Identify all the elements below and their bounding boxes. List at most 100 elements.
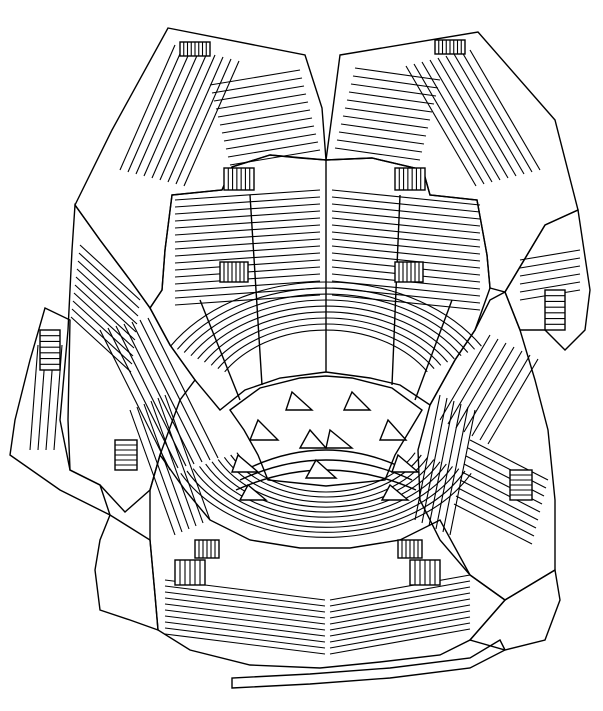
upper-right-balcony-row	[338, 131, 425, 145]
central-fan-stalls-row	[331, 252, 481, 269]
left-side-terrace-row	[70, 316, 132, 373]
stage-triangle-marker	[238, 483, 268, 501]
central-fan-stalls-row	[331, 210, 481, 227]
upper-right-balcony-row	[340, 123, 427, 137]
right-lower-terrace-row	[421, 397, 448, 524]
stage-triangle-marker	[378, 418, 408, 441]
front-stalls-row	[329, 586, 471, 613]
right-lower-terrace-row	[428, 400, 455, 527]
central-fan-stalls-row	[331, 238, 481, 255]
upper-left-balcony-row	[175, 58, 232, 185]
front-stalls-row	[164, 633, 326, 655]
upper-right-wing-row	[519, 273, 581, 285]
front-stalls-arc-row	[199, 466, 453, 523]
right-side-terrace-row	[453, 503, 533, 545]
upper-right-wing-row	[519, 281, 581, 293]
left-side-terrace-row	[71, 308, 133, 365]
left-side-terrace-row	[74, 284, 136, 341]
right-lower-terrace-row	[449, 409, 476, 536]
stair-mid-left	[219, 261, 249, 283]
upper-left-wing-row	[29, 344, 39, 451]
stair-front-left	[194, 539, 220, 559]
upper-left-balcony-row	[217, 101, 309, 118]
right-side-terrace-row	[455, 342, 507, 429]
left-lower-terrace-row	[143, 403, 190, 530]
stage-triangle-marker	[325, 428, 354, 449]
front-stalls-row	[164, 597, 326, 619]
stair-mid-left-frame	[219, 261, 249, 283]
front-stalls-row	[329, 604, 471, 631]
front-stalls-arc-row	[180, 472, 472, 538]
stage-triangle-marker	[380, 483, 410, 501]
central-fan-stalls-row	[174, 238, 321, 250]
right-side-terrace-row	[455, 495, 535, 537]
upper-left-balcony-row	[213, 85, 305, 102]
left-side-terrace-row	[77, 260, 139, 317]
right-side-terrace-row	[487, 358, 539, 445]
upper-left-balcony-row	[167, 56, 224, 183]
front-stalls-row	[164, 621, 326, 643]
aisle-divider	[199, 299, 241, 401]
upper-right-balcony-outline	[325, 31, 579, 293]
stair-front-left	[174, 559, 206, 586]
front-stalls-row	[164, 603, 326, 625]
right-side-terrace-row	[459, 479, 539, 521]
stage-triangle-marker	[248, 418, 280, 441]
stair-front-right	[409, 559, 441, 586]
front-stalls-row	[329, 580, 471, 607]
front-stalls-row	[164, 585, 326, 607]
left-side-terrace-row	[99, 329, 171, 471]
stage-markers	[231, 390, 420, 501]
upper-left-balcony-row	[143, 50, 200, 177]
building-outline	[9, 27, 591, 689]
front-stalls-row	[329, 598, 471, 625]
front-stalls-row	[329, 622, 471, 649]
aisle-divider	[249, 194, 263, 386]
stage-triangle-marker	[298, 428, 328, 449]
right-side-terrace-row	[467, 447, 547, 489]
stair-side-left-frame	[39, 329, 61, 371]
upper-left-balcony-row	[219, 109, 311, 126]
central-fan-stalls-row	[331, 217, 481, 234]
stair-mid-right-frame	[394, 167, 426, 191]
front-stalls-arc-row	[217, 459, 435, 508]
stage-front-arc	[244, 449, 408, 471]
upper-right-balcony-row	[421, 61, 493, 183]
left-lower-terrace-row	[136, 406, 183, 533]
stair-side-right	[544, 289, 566, 331]
front-stalls-row	[164, 615, 326, 637]
stage-triangle-marker	[285, 390, 314, 411]
stage-triangle-marker	[342, 390, 372, 411]
upper-left-balcony-row	[215, 93, 307, 110]
central-fan-stalls-row	[174, 196, 321, 208]
central-fan-stalls-row	[174, 210, 321, 222]
right-lower-terrace-row	[442, 406, 469, 533]
upper-right-balcony-row	[336, 139, 423, 153]
upper-left-balcony-row	[221, 117, 313, 134]
aisle-divider	[414, 299, 453, 401]
aisle-divider	[391, 194, 401, 386]
upper-left-balcony-row	[209, 69, 301, 86]
central-fan-stalls-row	[174, 294, 321, 306]
central-fan-stalls-row	[331, 224, 481, 241]
left-side-terrace-row	[72, 300, 134, 357]
left-side-terrace-row	[73, 292, 135, 349]
left-side-terrace-row	[147, 317, 219, 459]
upper-left-balcony-outline	[74, 27, 327, 310]
left-side-terrace-row	[139, 319, 211, 461]
left-side-terrace-row	[75, 276, 137, 333]
front-stalls-arc-row	[186, 470, 466, 533]
front-stalls-row	[329, 610, 471, 637]
stage-triangle-marker	[304, 458, 338, 479]
upper-left-balcony-row	[127, 46, 184, 173]
upper-right-balcony-row	[342, 115, 429, 129]
upper-right-balcony-row	[461, 51, 533, 173]
right-side-terrace-row	[471, 350, 523, 437]
front-stalls-row	[164, 627, 326, 649]
upper-left-balcony-row	[223, 125, 315, 142]
central-fan-stalls-row	[331, 196, 481, 213]
upper-right-balcony-row	[354, 67, 441, 81]
central-fan-stalls-row	[331, 231, 481, 248]
front-stalls-arc-row	[205, 463, 447, 518]
central-fan-stalls-row	[331, 203, 481, 220]
